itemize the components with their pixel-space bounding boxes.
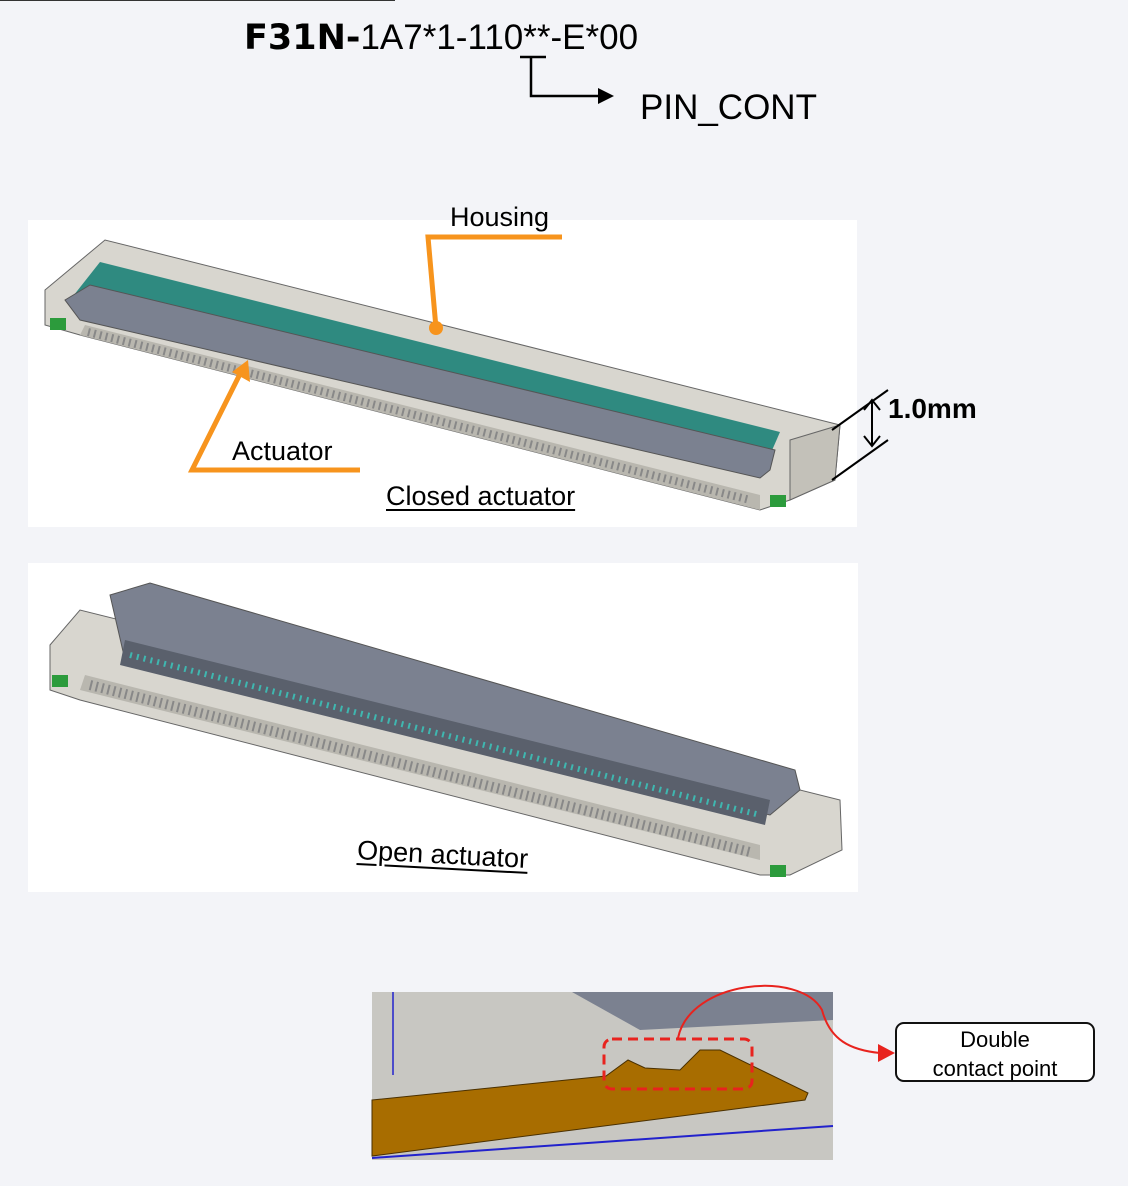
open-connector-drawing (49, 582, 843, 877)
callout-line-1: Double (960, 1027, 1030, 1052)
contact-detail-drawing (371, 984, 895, 1159)
callout-line-2: contact point (932, 1056, 1058, 1081)
pin-arrowhead (598, 88, 614, 104)
pin-cont-label: PIN_CONT (640, 88, 817, 127)
part-number-prefix: F31N- (244, 18, 361, 58)
callout-arrow-line (677, 984, 881, 1054)
top-rule (0, 0, 395, 1)
part-number: F31N-1A7*1-110**-E*00 (244, 18, 638, 58)
double-contact-callout: Double contact point (895, 1022, 1095, 1082)
actuator-arrowhead (232, 360, 250, 382)
actuator-leader (187, 368, 360, 473)
closed-actuator-caption: Closed actuator (386, 481, 576, 511)
contact-highlight-box (602, 1037, 754, 1091)
callout-arrowhead (878, 1044, 895, 1062)
housing-leader (425, 234, 562, 329)
housing-leader-dot (429, 321, 443, 335)
pin-arrow (520, 55, 600, 98)
height-dimension-label: 1.0mm (888, 393, 977, 424)
closed-connector-drawing (44, 239, 841, 511)
part-number-suffix: 1A7*1-110**-E*00 (360, 18, 639, 57)
actuator-label: Actuator (232, 436, 333, 466)
housing-label: Housing (450, 202, 550, 232)
height-dimension-lines (831, 389, 889, 481)
